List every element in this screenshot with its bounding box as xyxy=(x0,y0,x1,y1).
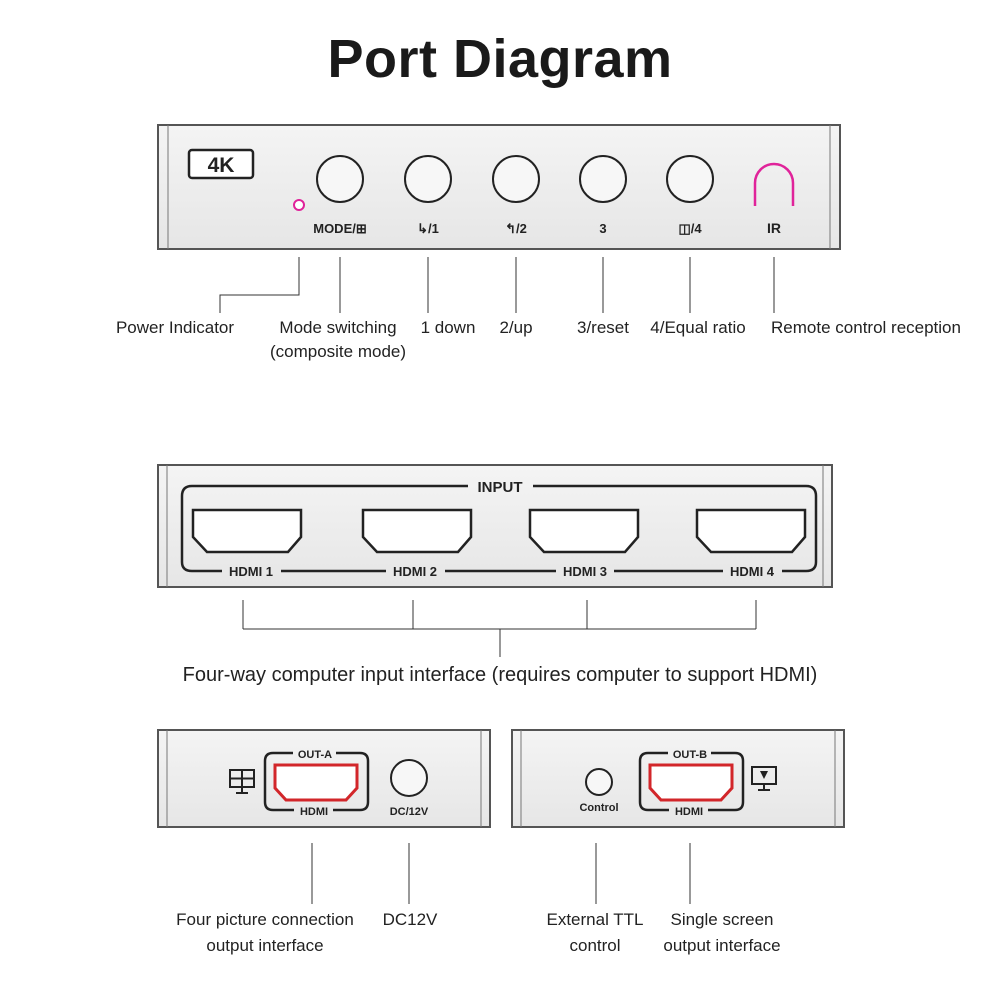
input-bracket xyxy=(242,600,757,657)
power-indicator-led xyxy=(293,199,305,211)
callout-4-equal: 4/Equal ratio xyxy=(650,318,746,337)
input-header: INPUT xyxy=(478,479,523,496)
output-leader-lines xyxy=(311,843,691,904)
button-2-up[interactable] xyxy=(492,155,540,203)
control-jack xyxy=(585,768,613,796)
out-b-label: OUT-B xyxy=(673,749,707,761)
callout-mode-line2: (composite mode) xyxy=(269,342,407,361)
callout-3-reset: 3/reset xyxy=(577,318,629,337)
hdmi-4-label: HDMI 4 xyxy=(730,564,775,579)
out-a-hdmi-label: HDMI xyxy=(300,806,328,818)
ir-receiver xyxy=(753,162,795,206)
hdmi-1-port xyxy=(191,508,303,554)
hdmi-4-port xyxy=(695,508,807,554)
button-3-reset[interactable] xyxy=(579,155,627,203)
callout-2-up: 2/up xyxy=(499,318,533,337)
hdmi-3-port xyxy=(528,508,640,554)
out-a-label: OUT-A xyxy=(298,749,332,761)
out-b-hdmi-label: HDMI xyxy=(675,806,703,818)
callout-single-line2: output interface xyxy=(663,936,781,955)
callout-single-line1: Single screen xyxy=(670,910,774,929)
dc-jack-label: DC/12V xyxy=(390,806,429,818)
input-panel: INPUT HDMI 1 HDMI 2 HDMI 3 HDMI 4 xyxy=(157,464,833,588)
front-panel: 4K MODE/⊞ ↳/1 ↰/2 3 ◫/4 IR xyxy=(157,124,841,250)
output-panel-b: Control OUT-B HDMI xyxy=(511,729,845,828)
callout-ttl-line1: External TTL xyxy=(546,910,644,929)
control-label: Control xyxy=(579,802,618,814)
hdmi-3-label: HDMI 3 xyxy=(563,564,607,579)
output-panel-a: OUT-A HDMI DC/12V xyxy=(157,729,491,828)
callout-remote: Remote control reception xyxy=(771,318,961,337)
callout-four-picture-line2: output interface xyxy=(206,936,324,955)
callout-dc12v: DC12V xyxy=(382,910,438,929)
button-3-label: 3 xyxy=(599,221,606,236)
hdmi-2-label: HDMI 2 xyxy=(393,564,437,579)
hdmi-2-port xyxy=(361,508,473,554)
button-4-label: ◫/4 xyxy=(678,221,702,236)
hdmi-1-label: HDMI 1 xyxy=(229,564,273,579)
mode-button-label: MODE/⊞ xyxy=(313,221,367,236)
callout-ttl-line2: control xyxy=(569,936,621,955)
callout-mode-line1: Mode switching xyxy=(279,318,397,337)
front-leader-lines xyxy=(219,257,775,313)
svg-text:4K: 4K xyxy=(208,154,235,177)
4k-badge: 4K xyxy=(187,148,255,180)
out-b-hdmi-port xyxy=(648,763,734,802)
ir-label: IR xyxy=(767,220,781,236)
dc-power-jack xyxy=(390,759,428,797)
button-2-label: ↰/2 xyxy=(505,221,527,236)
quad-screen-icon xyxy=(229,769,255,794)
button-1-down[interactable] xyxy=(404,155,452,203)
input-caption: Four-way computer input interface (requi… xyxy=(182,664,818,686)
callout-power-indicator: Power Indicator xyxy=(115,318,235,337)
button-1-label: ↳/1 xyxy=(417,221,439,236)
button-4-equal[interactable] xyxy=(666,155,714,203)
callout-four-picture-line1: Four picture connection xyxy=(176,910,354,929)
callout-1-down: 1 down xyxy=(420,318,476,337)
single-screen-icon xyxy=(751,766,777,791)
mode-button[interactable] xyxy=(316,155,364,203)
out-a-hdmi-port xyxy=(273,763,359,802)
page-title: Port Diagram xyxy=(327,29,673,89)
